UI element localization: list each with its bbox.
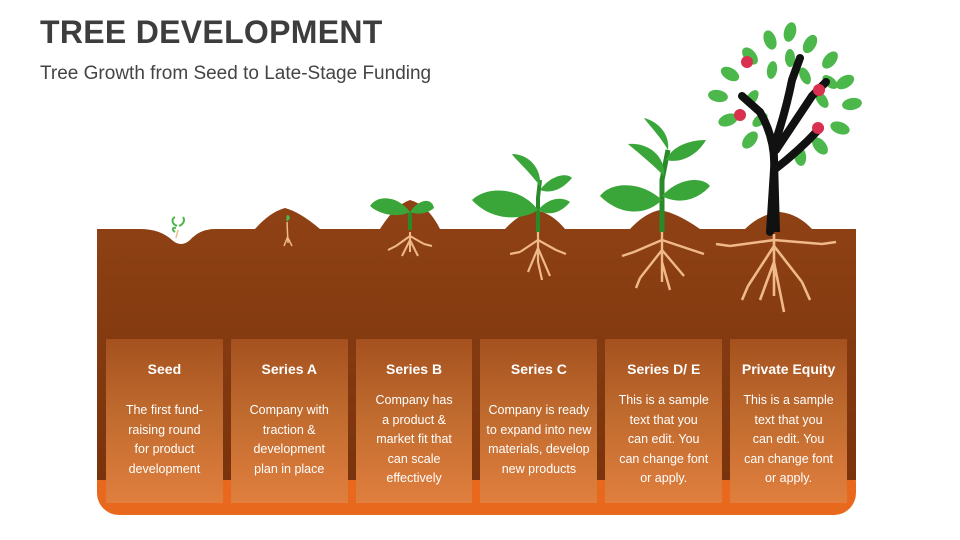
fruit-tree-icon: [708, 22, 862, 313]
stage-description: This is a sample text that you can edit.…: [743, 393, 834, 486]
stage-series-b: Series B Company has a product & market …: [355, 339, 473, 503]
stage-description: Company is ready to expand into new mate…: [486, 403, 592, 476]
stage-description: This is a sample text that you can edit.…: [618, 393, 709, 486]
seed-icon: [171, 216, 185, 239]
stage-description: Company with traction & development plan…: [249, 403, 329, 476]
stage-series-c: Series C Company is ready to expand into…: [480, 339, 598, 503]
stage-description: Company has a product & market fit that …: [375, 393, 453, 486]
sprout-icon: [283, 215, 293, 247]
funding-stages: Seed The first fund- raising round for p…: [106, 339, 847, 503]
stage-title: Series A: [261, 361, 317, 377]
stage-seed: Seed The first fund- raising round for p…: [106, 339, 223, 503]
stage-title: Seed: [147, 361, 182, 377]
sapling-icon: [600, 118, 710, 291]
stage-title: Private Equity: [741, 361, 836, 377]
stage-series-d-e: Series D/ E This is a sample text that y…: [605, 339, 723, 503]
stage-series-a: Series A Company with traction & develop…: [230, 339, 348, 503]
stage-private-equity: Private Equity This is a sample text tha…: [730, 339, 847, 503]
stage-title: Series D/ E: [627, 361, 701, 377]
stage-title: Series C: [510, 361, 567, 377]
young-plant-icon: [472, 154, 572, 281]
stage-title: Series B: [386, 361, 443, 377]
stage-description: The first fund- raising round for produc…: [125, 403, 203, 476]
page-title: TREE DEVELOPMENT: [40, 14, 383, 50]
seedling-icon: [370, 198, 434, 257]
page-subtitle: Tree Growth from Seed to Late-Stage Fund…: [40, 63, 432, 84]
